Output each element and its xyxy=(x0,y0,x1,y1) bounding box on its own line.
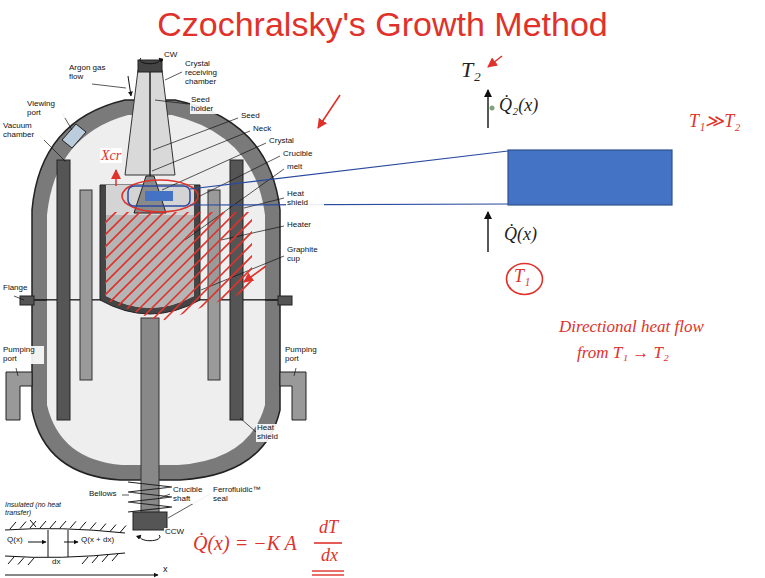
part-label: dx xyxy=(51,558,61,567)
part-label: Graphite cup xyxy=(286,246,328,264)
part-label: Pumping port xyxy=(284,346,326,364)
part-label: Heat shield xyxy=(256,424,292,442)
part-label: x xyxy=(162,565,169,575)
node-text: T₁ xyxy=(514,267,530,287)
part-label: Bellows xyxy=(88,490,118,499)
handwritten-note: T₁≫T₂ xyxy=(688,112,742,132)
part-label: Pumping port xyxy=(2,346,44,364)
handwritten-note: Q̇(x) = −K A xyxy=(192,532,298,554)
part-label: Crucible xyxy=(282,150,313,159)
handwritten-note: dT xyxy=(318,518,339,538)
slide-title: Czochralsky's Growth Method xyxy=(0,6,765,43)
handwritten-note: dx xyxy=(320,546,339,566)
part-label: Argon gas flow xyxy=(68,64,114,82)
part-label: Seed holder xyxy=(190,96,224,114)
part-label: CW xyxy=(163,51,178,60)
handwritten-symbol: Q̇₂(x) xyxy=(498,96,539,116)
part-label: Viewing port xyxy=(26,100,66,118)
part-label: Neck xyxy=(252,125,272,134)
handwritten-symbol: Q̇(x) xyxy=(503,225,538,245)
part-label: Ferrofluidic™ seal xyxy=(212,486,268,504)
inset-note: Insulated (no heat transfer) xyxy=(4,501,90,516)
part-label: Crucible shaft xyxy=(172,486,212,504)
part-label: Q(x + dx) xyxy=(80,536,115,545)
part-label: Heater xyxy=(286,221,312,230)
part-label: Crystal xyxy=(268,137,295,146)
part-label: Crystal receiving chamber xyxy=(184,60,242,86)
part-label: Q(x) xyxy=(6,536,24,545)
handwritten-note: from T₁ → T₂ xyxy=(576,344,670,363)
handwritten-note: Xcr xyxy=(100,148,122,163)
handwritten-note: Directional heat flow xyxy=(558,318,705,337)
part-label: Heat shield xyxy=(286,190,324,208)
part-label: Flange xyxy=(2,284,28,293)
part-label: Seed xyxy=(240,112,261,121)
circled-symbol: T₁ xyxy=(505,262,544,296)
part-label: melt xyxy=(286,163,303,172)
handwritten-symbol: T₂ xyxy=(460,58,482,82)
part-label: CCW xyxy=(164,528,185,537)
part-label: Vacuum chamber xyxy=(2,122,44,140)
